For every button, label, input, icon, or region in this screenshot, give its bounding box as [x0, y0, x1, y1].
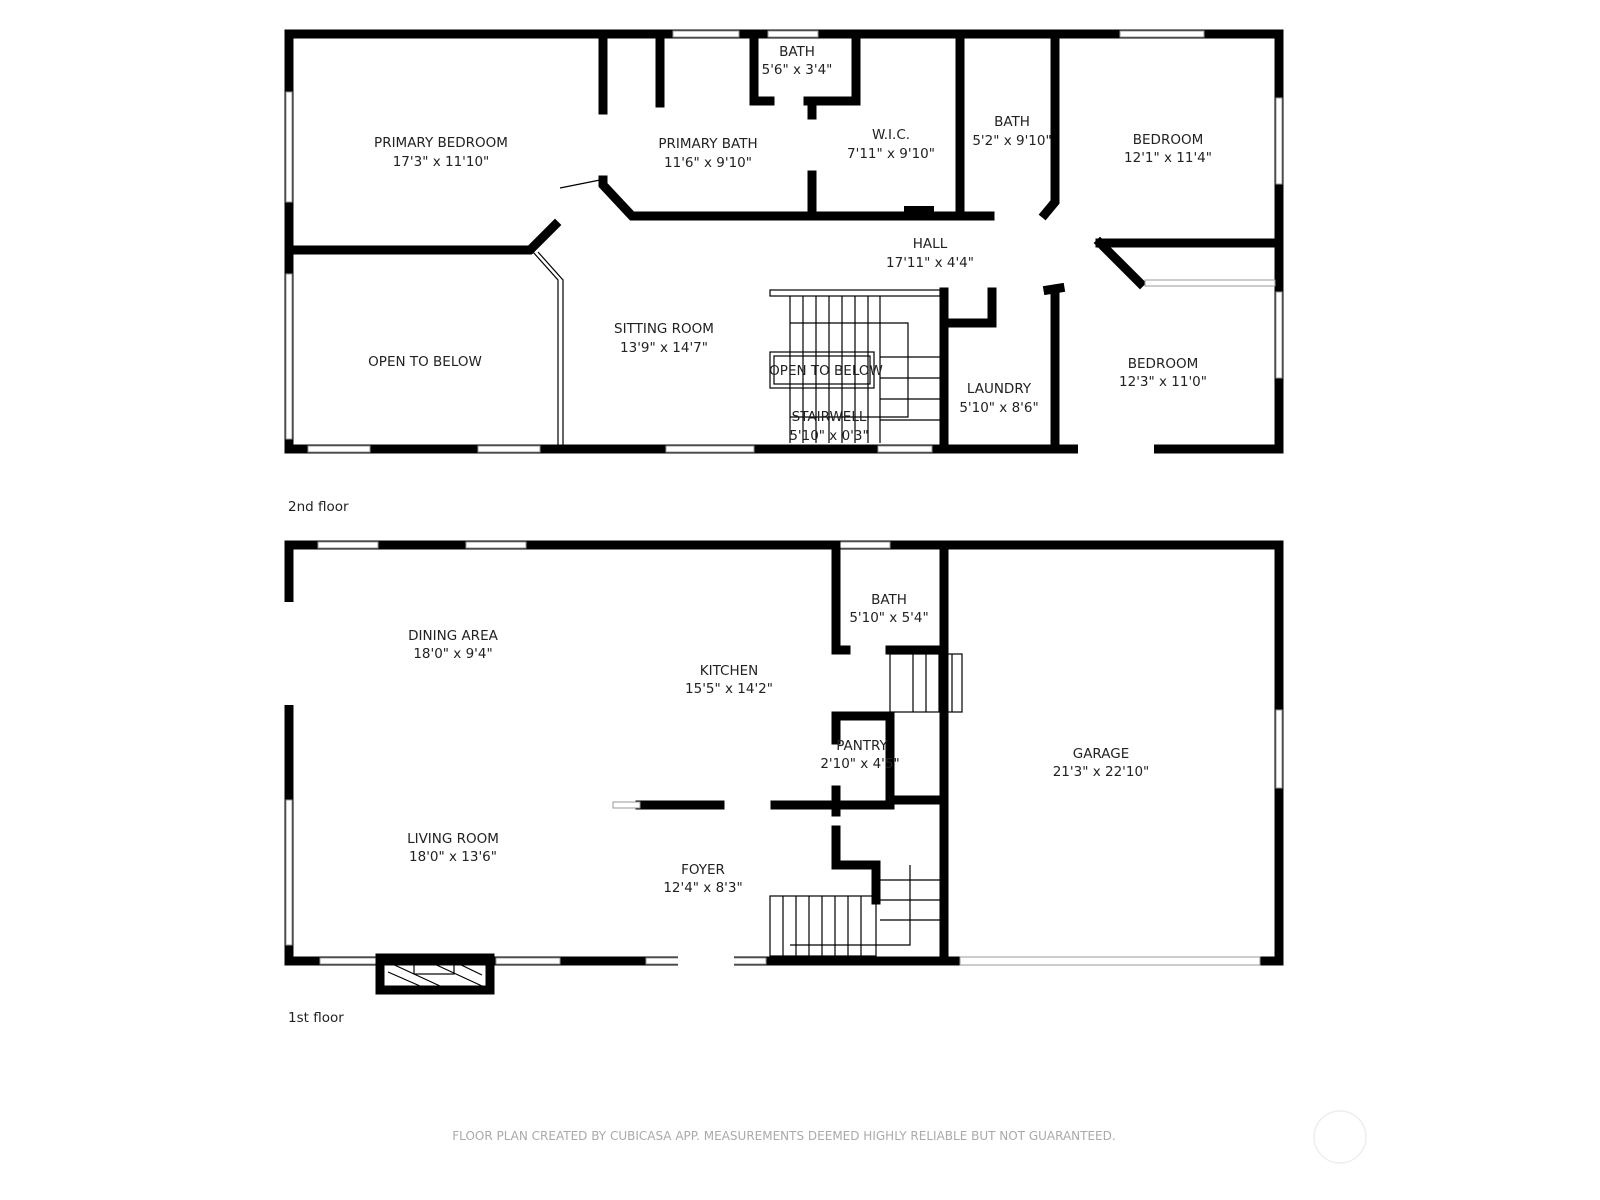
room-name: KITCHEN: [700, 663, 759, 679]
outer-wall: [284, 540, 1284, 966]
room-name: GARAGE: [1073, 746, 1130, 762]
room-size: 11'6" x 9'10": [664, 155, 752, 171]
disclaimer: FLOOR PLAN CREATED BY CUBICASA APP. MEAS…: [452, 1129, 1115, 1143]
interior-walls: [375, 540, 949, 995]
room-name: BATH: [994, 114, 1030, 130]
room-name: PRIMARY BEDROOM: [374, 135, 508, 151]
room-name: PANTRY: [836, 738, 888, 754]
room-name: LIVING ROOM: [407, 831, 499, 847]
room-name: BEDROOM: [1133, 132, 1203, 148]
room-name: PRIMARY BATH: [658, 136, 757, 152]
room-name: BATH: [871, 592, 907, 608]
room-size: 7'11" x 9'10": [847, 146, 935, 162]
room-size: 12'3" x 11'0": [1119, 374, 1207, 390]
room-name: BEDROOM: [1128, 356, 1198, 372]
room-size: 12'1" x 11'4": [1124, 150, 1212, 166]
room-name: STAIRWELL: [792, 409, 867, 425]
fireplace-hatch: [387, 959, 483, 987]
room-size: 17'11" x 4'4": [886, 255, 974, 271]
room-size: 5'10" x 5'4": [849, 610, 928, 626]
room-size: 18'0" x 13'6": [409, 849, 497, 865]
room-name: HALL: [913, 236, 948, 252]
room-name: BATH: [779, 44, 815, 60]
interior-walls: [284, 29, 1284, 454]
room-size: 2'10" x 4'5": [820, 756, 899, 772]
floor-label: 1st floor: [288, 1010, 344, 1026]
room-name: W.I.C.: [872, 127, 910, 143]
room-name: OPEN TO BELOW: [368, 354, 482, 370]
fireplace: [375, 953, 495, 995]
room-size: 5'10" x 0'3": [789, 428, 868, 444]
room-size: 21'3" x 22'10": [1053, 764, 1150, 780]
stairs-drawing: [769, 653, 963, 957]
room-name: OPEN TO BELOW: [769, 363, 883, 379]
stairwell-drawing: [769, 289, 941, 443]
room-size: 5'6" x 3'4": [762, 62, 833, 78]
windows: [285, 30, 1283, 454]
floor-label: 2nd floor: [288, 499, 349, 515]
room-name: DINING AREA: [408, 628, 498, 644]
room-name: LAUNDRY: [967, 381, 1032, 397]
room-size: 17'3" x 11'10": [393, 154, 490, 170]
windows: [284, 541, 1283, 966]
room-size: 5'2" x 9'10": [972, 133, 1051, 149]
room-size: 5'10" x 8'6": [959, 400, 1038, 416]
first-floor-plan: DINING AREA 18'0" x 9'4" KITCHEN 15'5" x…: [284, 540, 1284, 1026]
room-name: FOYER: [681, 862, 725, 878]
second-floor-plan: PRIMARY BEDROOM 17'3" x 11'10" PRIMARY B…: [284, 29, 1284, 515]
watermark-logo: [1313, 1110, 1367, 1164]
room-size: 18'0" x 9'4": [413, 646, 492, 662]
room-size: 15'5" x 14'2": [685, 681, 773, 697]
room-name: SITTING ROOM: [614, 321, 714, 337]
room-size: 13'9" x 14'7": [620, 340, 708, 356]
room-size: 12'4" x 8'3": [663, 880, 742, 896]
